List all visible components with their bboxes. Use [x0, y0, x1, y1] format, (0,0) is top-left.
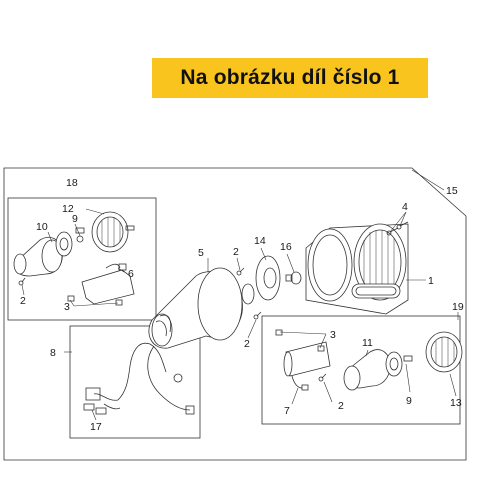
- part-2-screws-center: [236, 267, 262, 320]
- callout-11: 11: [362, 337, 373, 349]
- banner-text: Na obrázku díl číslo 1: [180, 66, 400, 89]
- callout-18: 18: [66, 177, 78, 189]
- callout-1: 1: [428, 275, 434, 287]
- callout-14: 14: [254, 235, 266, 247]
- group-18-box: [7, 197, 157, 321]
- callout-19: 19: [452, 301, 464, 313]
- callout-16: 16: [280, 241, 292, 253]
- assembly-frame: [3, 167, 467, 461]
- callout-2: 2: [20, 295, 26, 307]
- callout-9: 9: [406, 395, 412, 407]
- title-banner: Na obrázku díl číslo 1: [152, 58, 428, 98]
- group-8-wiring: [83, 342, 195, 415]
- callout-12: 12: [62, 203, 74, 215]
- callout-4: 4: [402, 201, 408, 213]
- callout-5: 5: [198, 247, 204, 259]
- callout-9: 9: [72, 213, 78, 225]
- callout-6: 6: [128, 268, 134, 280]
- callout-3: 3: [64, 301, 70, 313]
- part-14-reflector: [255, 255, 281, 301]
- callout-8: 8: [50, 347, 56, 359]
- callout-2: 2: [338, 400, 344, 412]
- callout-17: 17: [90, 421, 102, 433]
- callout-2: 2: [244, 338, 250, 350]
- group-8-box: [69, 325, 201, 439]
- group-19-indicator: [275, 329, 463, 391]
- callout-10: 10: [36, 221, 48, 233]
- part-16-bulb: [285, 271, 302, 285]
- callout-2: 2: [233, 246, 239, 258]
- leader-lines: [21, 169, 459, 421]
- part-5-housing: [148, 267, 255, 349]
- callout-15: 15: [446, 185, 458, 197]
- group-18-indicator: [13, 211, 135, 306]
- callout-3: 3: [330, 329, 336, 341]
- part-1-headlight: [305, 223, 409, 315]
- callout-7: 7: [284, 405, 290, 417]
- part-4-screws: [386, 221, 409, 236]
- group-19-box: [261, 315, 461, 425]
- callout-13: 13: [450, 397, 462, 409]
